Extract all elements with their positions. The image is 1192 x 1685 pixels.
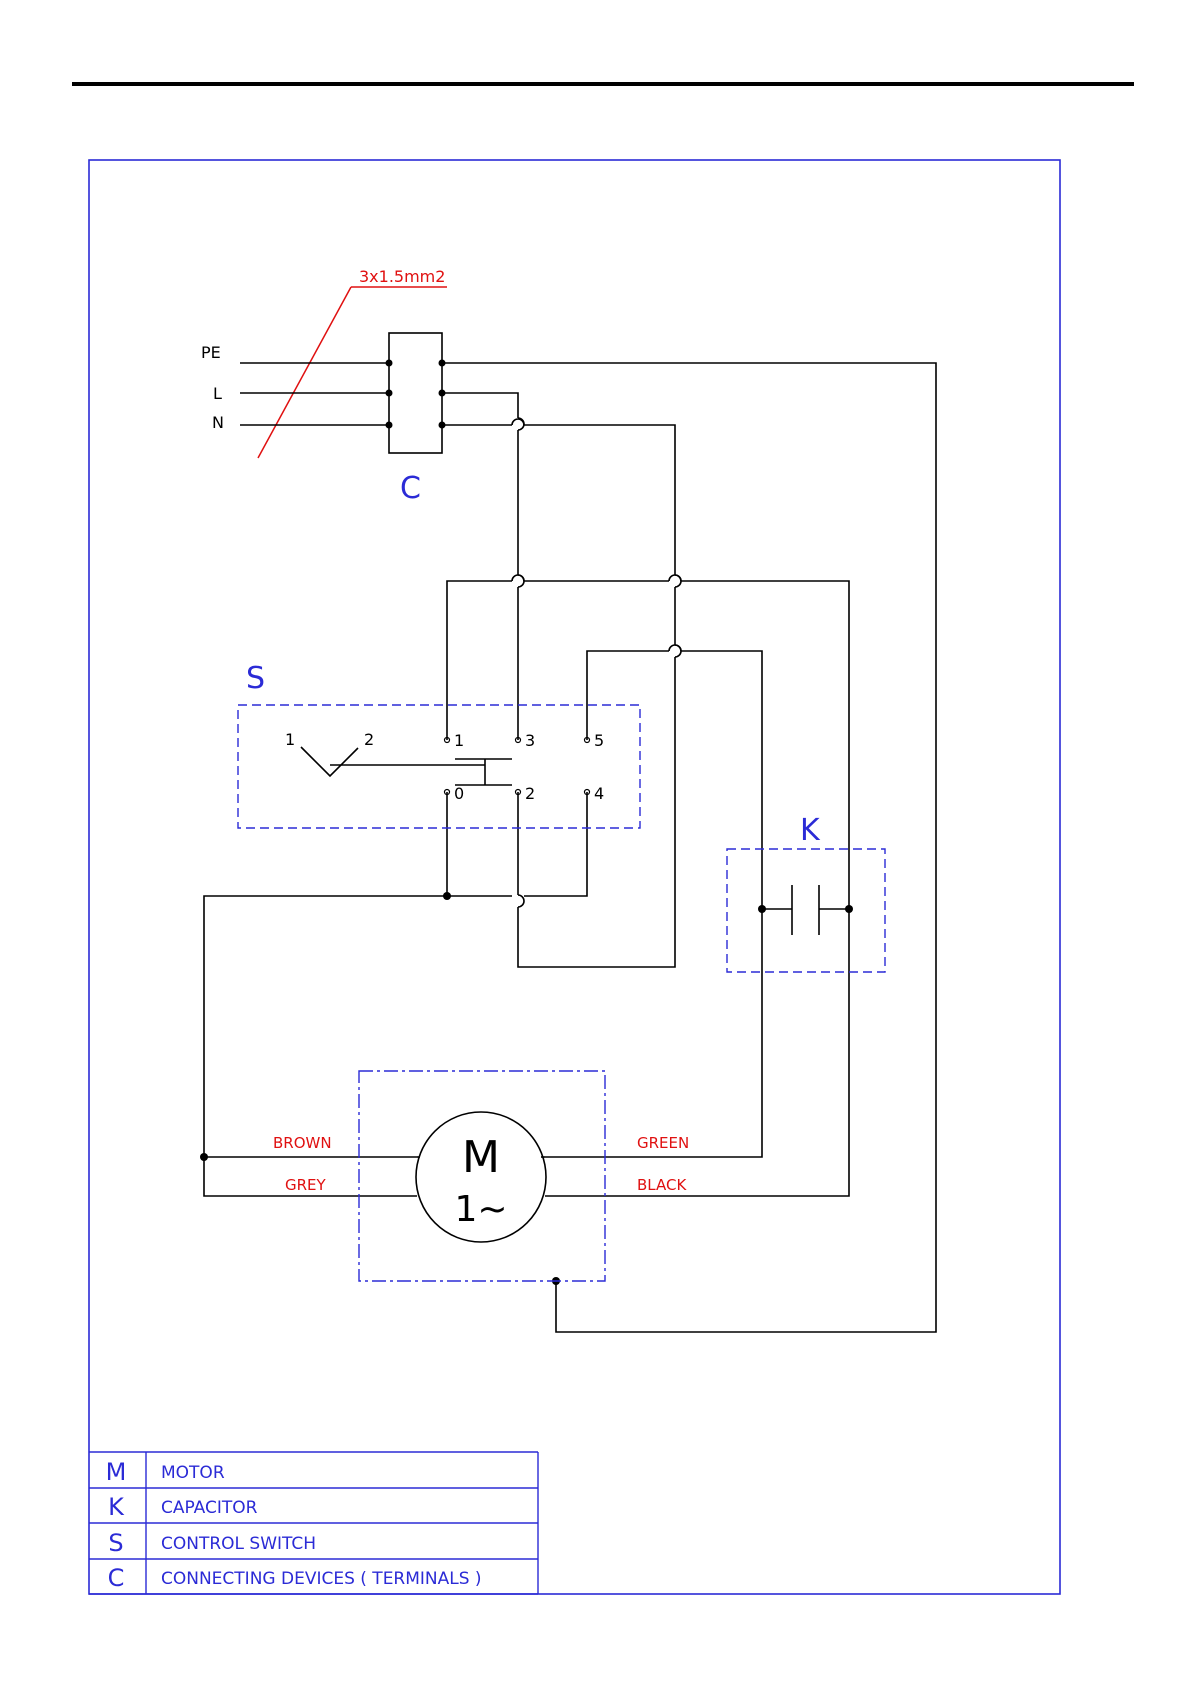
wire-grey-label: GREY bbox=[285, 1176, 327, 1194]
legend-desc-control-switch: CONTROL SWITCH bbox=[161, 1534, 316, 1554]
selector-pos-1: 1 bbox=[285, 730, 295, 749]
cable-spec-label: 3x1.5mm2 bbox=[359, 267, 445, 286]
legend-code-k: K bbox=[108, 1493, 125, 1521]
contact-3-label: 3 bbox=[525, 731, 535, 750]
capacitor-label: K bbox=[800, 813, 821, 848]
selector-pos-2: 2 bbox=[364, 730, 374, 749]
l-label: L bbox=[213, 384, 222, 403]
legend-code-c: C bbox=[108, 1564, 125, 1592]
legend-desc-motor: MOTOR bbox=[161, 1463, 225, 1483]
terminal-block-c bbox=[386, 333, 446, 453]
terminal-block-label: C bbox=[400, 471, 421, 506]
switch-contacts bbox=[445, 738, 590, 795]
supply-wires bbox=[240, 363, 389, 425]
contact-1-label: 1 bbox=[454, 731, 464, 750]
legend-table: M MOTOR K CAPACITOR S CONTROL SWITCH C C… bbox=[89, 1452, 538, 1594]
wire-green-label: GREEN bbox=[637, 1134, 689, 1152]
pe-label: PE bbox=[201, 343, 221, 362]
wire-brown-label: BROWN bbox=[273, 1134, 332, 1152]
contact-0-label: 0 bbox=[454, 784, 464, 803]
header-rule bbox=[72, 82, 1134, 86]
contact-4-label: 4 bbox=[594, 784, 604, 803]
switch-enclosure bbox=[238, 705, 640, 828]
contact-2-label: 2 bbox=[525, 784, 535, 803]
switch-label: S bbox=[246, 661, 265, 696]
legend-desc-capacitor: CAPACITOR bbox=[161, 1498, 258, 1518]
junction-dots bbox=[200, 892, 853, 1285]
capacitor-enclosure bbox=[727, 849, 885, 972]
legend-code-s: S bbox=[108, 1529, 123, 1557]
motor-phase-label: 1~ bbox=[454, 1189, 507, 1230]
n-label: N bbox=[212, 413, 224, 432]
capacitor-plates bbox=[792, 885, 819, 935]
wire-black-label: BLACK bbox=[637, 1176, 687, 1194]
contact-5-label: 5 bbox=[594, 731, 604, 750]
legend-desc-terminals: CONNECTING DEVICES ( TERMINALS ) bbox=[161, 1569, 482, 1589]
legend-code-m: M bbox=[106, 1458, 127, 1486]
drawing-frame bbox=[89, 160, 1060, 1594]
motor-m-label: M bbox=[462, 1132, 500, 1183]
